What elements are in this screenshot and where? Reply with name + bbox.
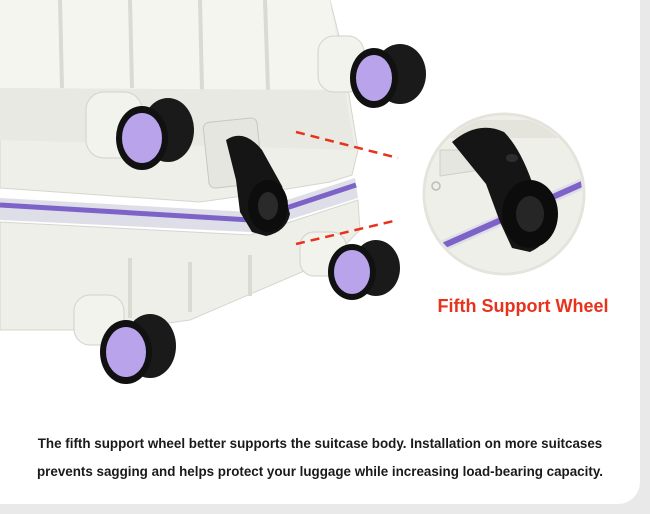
fifth-support-wheel-label: Fifth Support Wheel — [437, 296, 609, 316]
product-description: The fifth support wheel better supports … — [14, 430, 626, 486]
description-line-2: prevents sagging and helps protect your … — [36, 464, 603, 479]
spinner-wheel-icon — [328, 240, 400, 300]
product-illustration — [0, 0, 586, 384]
product-card: Fifth Support Wheel The fifth support wh… — [0, 0, 640, 504]
detail-zoom-circle — [422, 112, 586, 276]
spinner-wheel-icon — [116, 98, 194, 170]
description-line-1: The fifth support wheel better supports … — [37, 436, 603, 451]
suitcase-image — [0, 0, 365, 346]
support-wheel-icon — [452, 127, 558, 252]
dashed-leader-line — [295, 130, 399, 246]
spinner-wheel-icon — [100, 314, 176, 384]
support-wheel-icon — [226, 135, 290, 236]
spinner-wheel-icon — [350, 44, 426, 108]
